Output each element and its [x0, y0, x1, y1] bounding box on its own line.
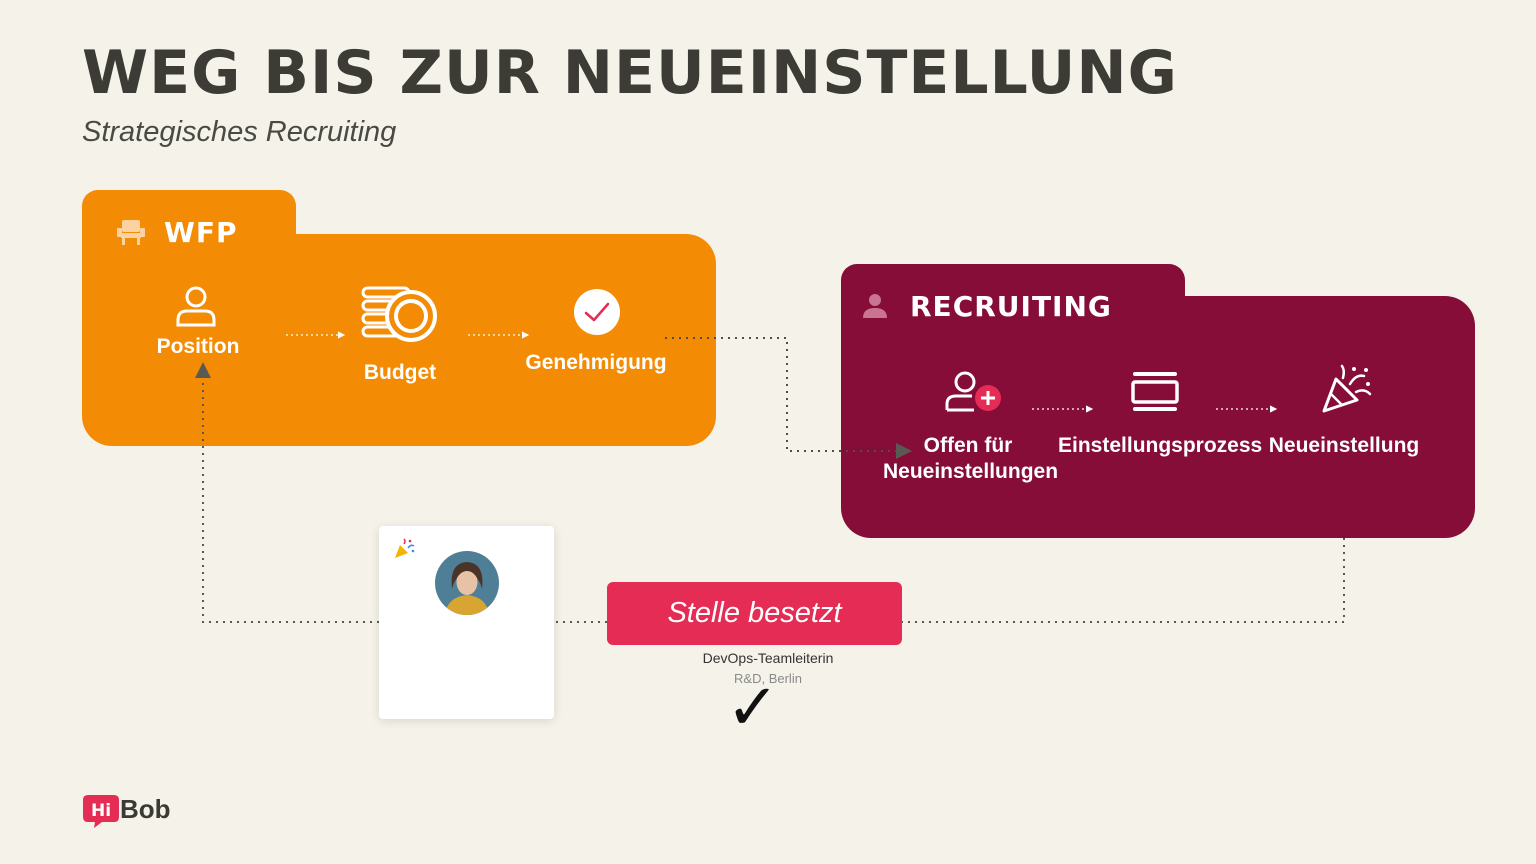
step-process-label: Einstellungsprozess — [1058, 434, 1263, 457]
recruiting-panel-body — [841, 296, 1475, 538]
recruiting-title: RECRUITING — [910, 290, 1112, 323]
hibob-logo-text: Bob — [120, 794, 171, 824]
party-popper-icon — [1322, 364, 1372, 413]
step-position-label: Position — [156, 335, 240, 358]
avatar — [435, 551, 499, 615]
employee-location: R&D, Berlin — [734, 671, 802, 686]
svg-text:Hi: Hi — [91, 801, 111, 821]
step-open-label-line1: Offen für — [923, 434, 1013, 457]
step-approval-label: Genehmigung — [525, 351, 667, 374]
wfp-panel-body — [82, 234, 716, 446]
position-filled-badge: Stelle besetzt — [607, 582, 902, 645]
coins-icon — [361, 286, 437, 342]
step-hire-label: Neueinstellung — [1268, 434, 1420, 457]
connector-approval-to-open — [665, 337, 912, 459]
connector-card-to-position — [195, 362, 379, 623]
user-icon — [176, 286, 216, 327]
employee-role: DevOps-Teamleiterin — [702, 650, 834, 666]
checkmark-icon: ✓ — [726, 671, 780, 745]
check-circle-icon — [574, 289, 620, 335]
confetti-icon — [395, 538, 415, 558]
add-user-icon — [945, 371, 1001, 412]
chair-icon — [117, 220, 145, 245]
stack-icon — [1131, 372, 1179, 411]
step-open-label-line2: Neueinstellungen — [883, 460, 1059, 483]
connector-hire-to-filled — [902, 538, 1345, 623]
page-title: WEG BIS ZUR NEUEINSTELLUNG — [82, 38, 1178, 108]
page-subtitle: Strategisches Recruiting — [82, 116, 397, 148]
wfp-title: WFP — [164, 216, 238, 249]
hibob-logo-icon: Hi — [83, 795, 119, 828]
step-budget-label: Budget — [363, 361, 437, 384]
person-icon — [863, 294, 887, 318]
